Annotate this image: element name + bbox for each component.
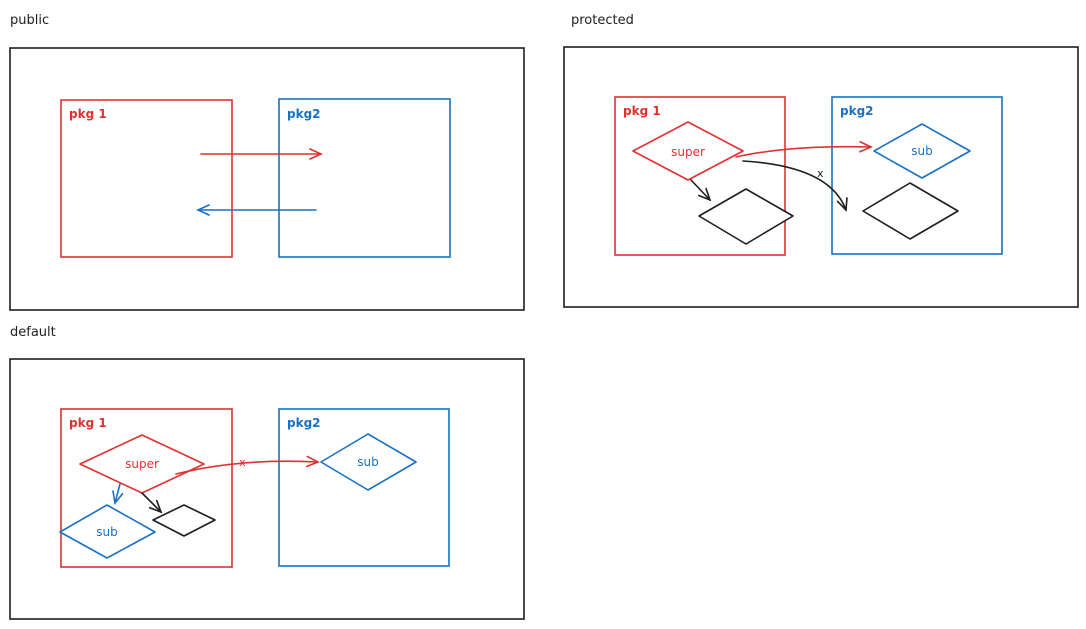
protected-sub-label: sub xyxy=(911,144,932,158)
public-title: public xyxy=(10,13,49,28)
protected-class-node-pkg2 xyxy=(862,182,959,240)
default-title: default xyxy=(10,325,56,340)
default-denied-mark: x xyxy=(239,456,246,469)
default-pkg2: pkg2 xyxy=(278,408,450,567)
default-sub-label-pkg2: sub xyxy=(357,455,378,469)
public-pkg1-label: pkg 1 xyxy=(69,107,107,121)
protected-pkg1: pkg 1 xyxy=(614,96,786,256)
protected-section: protected pkg 1 pkg2 super sub x xyxy=(563,13,1079,308)
protected-denied-mark: x xyxy=(817,167,824,180)
default-pkg1-label: pkg 1 xyxy=(69,416,107,430)
default-sub-node-pkg2 xyxy=(320,433,417,491)
protected-sub-node xyxy=(873,123,971,179)
default-super-label: super xyxy=(125,457,159,471)
protected-title: protected xyxy=(571,13,634,28)
public-pkg2-label: pkg2 xyxy=(287,107,321,121)
default-arrow-super-to-sub xyxy=(112,483,124,505)
default-frame xyxy=(9,358,525,620)
public-pkg2-box xyxy=(278,98,451,258)
default-arrow-super-to-pkg2-sub xyxy=(175,455,320,475)
protected-pkg2-label: pkg2 xyxy=(840,104,874,118)
default-sub-node-pkg1 xyxy=(59,504,156,559)
protected-pkg1-box xyxy=(614,96,786,256)
public-section: public pkg 1 pkg2 xyxy=(9,13,525,311)
default-pkg2-label: pkg2 xyxy=(287,416,321,430)
default-sub-label-pkg1: sub xyxy=(96,525,117,539)
protected-frame xyxy=(563,46,1079,308)
protected-arrow-super-to-class xyxy=(690,179,712,202)
public-pkg2: pkg2 xyxy=(278,98,451,258)
protected-pkg2-box xyxy=(831,96,1003,255)
protected-super-label: super xyxy=(671,145,705,159)
protected-arrow-super-to-sub xyxy=(735,140,873,158)
protected-pkg2: pkg2 xyxy=(831,96,1003,255)
public-frame xyxy=(9,47,525,311)
default-pkg2-box xyxy=(278,408,450,567)
default-arrow-super-to-class xyxy=(141,492,163,514)
protected-pkg1-label: pkg 1 xyxy=(623,104,661,118)
public-pkg1-box xyxy=(60,99,233,258)
default-section: default pkg 1 pkg2 super sub sub x xyxy=(9,325,525,620)
protected-arrow-super-to-pkg2-class xyxy=(742,160,848,212)
default-pkg1: pkg 1 xyxy=(60,408,233,568)
default-class-node xyxy=(152,504,216,537)
protected-class-node-pkg1 xyxy=(698,188,794,245)
default-pkg1-box xyxy=(60,408,233,568)
protected-super-node xyxy=(632,121,744,181)
public-pkg1: pkg 1 xyxy=(60,99,233,258)
